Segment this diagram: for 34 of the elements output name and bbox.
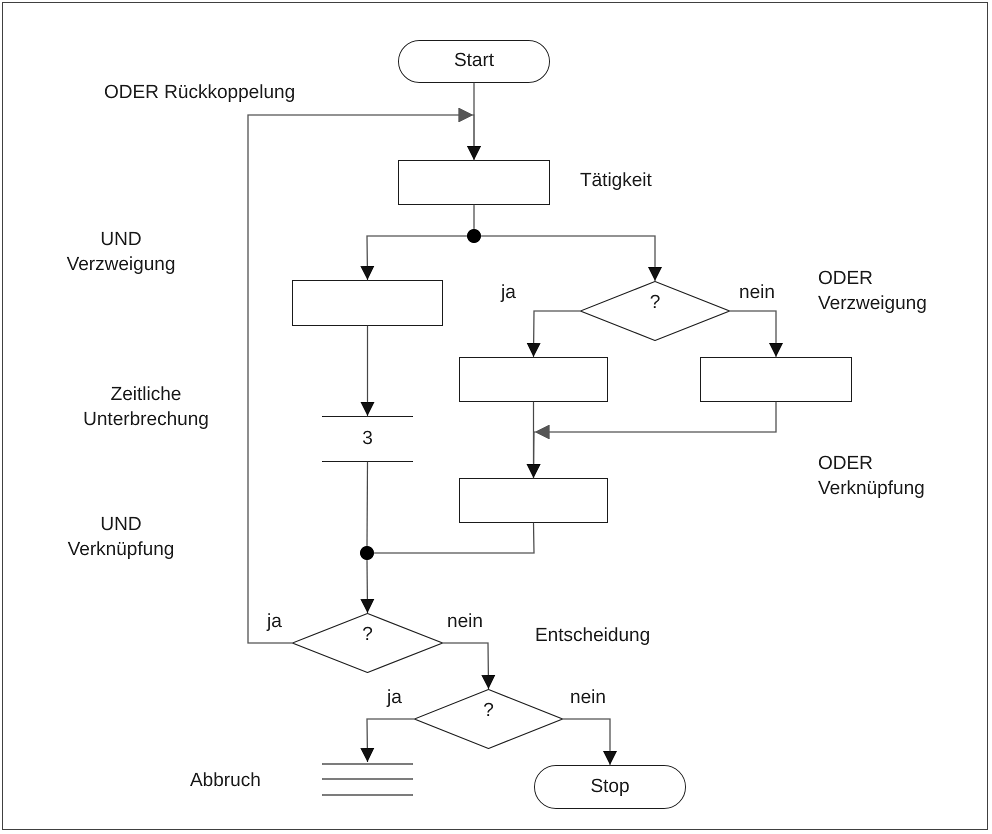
abort-symbol (322, 762, 413, 797)
arrow (360, 326, 374, 416)
terminal-pill: Stop (534, 765, 686, 809)
edge-label: ja (386, 686, 403, 710)
arrow (443, 642, 496, 689)
arrow (526, 310, 580, 357)
annotation-label: ODER Verknüpfung (818, 452, 926, 501)
annotation-label: UND Verzweigung (66, 228, 176, 277)
process-box (398, 160, 550, 205)
arrow (526, 401, 777, 479)
process-box (459, 357, 608, 402)
annotation-label: ODER Rückkoppelung (104, 81, 296, 105)
annotation-label: UND Verknüpfung (66, 513, 176, 562)
arrow (563, 718, 617, 765)
arrow (360, 718, 414, 762)
arrow (360, 235, 467, 280)
annotation-label: Tätigkeit (580, 169, 653, 193)
arrow (247, 107, 481, 644)
process-box (292, 280, 443, 326)
annotation-label: ODER Verzweigung (818, 267, 928, 316)
decision-diamond: ? (414, 689, 563, 749)
terminal-pill: Start (398, 40, 550, 83)
annotation-label: Zeitliche Unterbrechung (82, 383, 210, 432)
arrow (730, 310, 783, 357)
annotation-label: Entscheidung (535, 624, 652, 648)
arrow (360, 560, 374, 613)
annotation-label: Abbruch (190, 769, 262, 793)
process-box (700, 357, 852, 402)
decision-diamond: ? (580, 281, 730, 341)
decision-diamond: ? (292, 613, 443, 673)
edge-label: ja (500, 281, 517, 305)
edge-label: ja (266, 610, 283, 634)
arrow (481, 235, 662, 281)
process-box (459, 478, 608, 523)
